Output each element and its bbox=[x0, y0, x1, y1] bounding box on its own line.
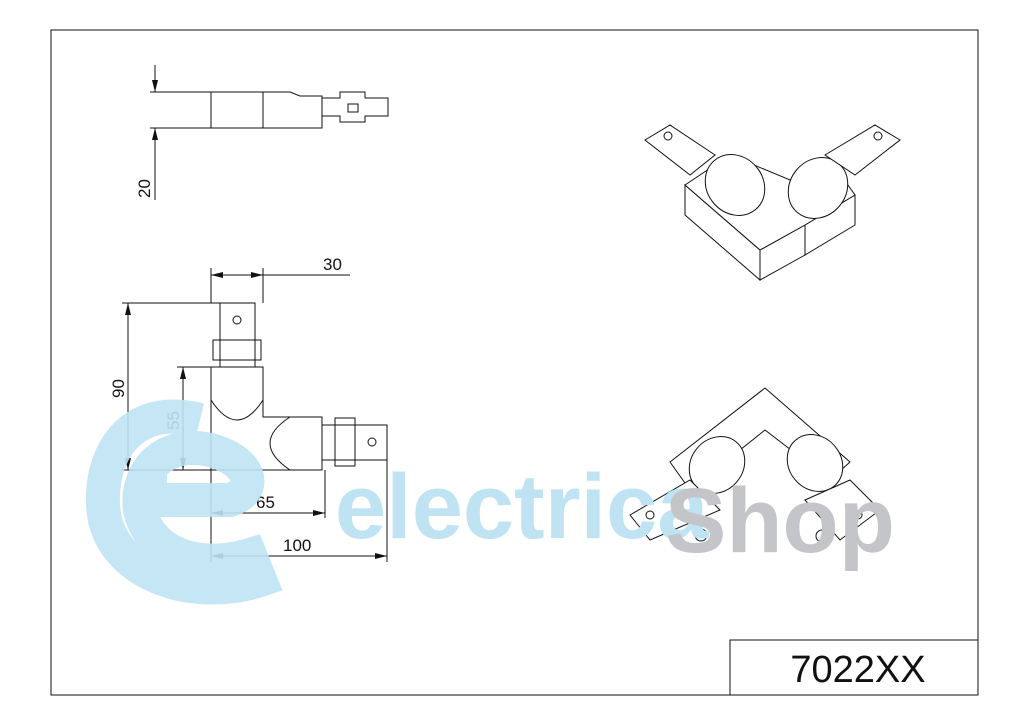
watermark-text-1: electrica bbox=[335, 456, 709, 558]
side-view: 20 bbox=[135, 65, 389, 200]
ground-symbol-icon bbox=[815, 529, 829, 543]
watermark-text-2: Shop bbox=[665, 470, 895, 572]
title-block bbox=[729, 639, 979, 696]
isometric-view-bottom bbox=[629, 387, 881, 543]
dim-height: 20 bbox=[135, 179, 154, 198]
dim-arm-length: 65 bbox=[256, 493, 275, 512]
isometric-view-top bbox=[644, 124, 901, 282]
dim-overall-length: 100 bbox=[283, 536, 311, 555]
drawing-frame bbox=[50, 29, 979, 696]
watermark: electrica Shop bbox=[85, 399, 895, 605]
dim-total-length: 90 bbox=[109, 379, 128, 398]
watermark-logo-icon bbox=[85, 399, 283, 605]
dim-width: 30 bbox=[323, 255, 342, 274]
ground-symbol-icon bbox=[694, 528, 708, 542]
product-code: 7022XX bbox=[790, 649, 925, 691]
